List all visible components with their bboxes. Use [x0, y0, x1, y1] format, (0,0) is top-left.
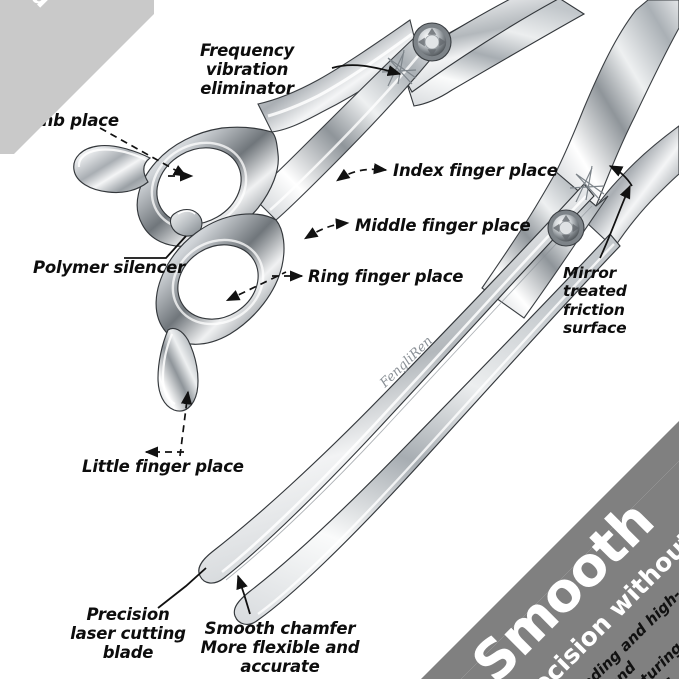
leader-mirror — [599, 184, 631, 259]
leader-precision — [157, 567, 207, 609]
leader-middle — [303, 218, 350, 240]
leader-frequency — [331, 64, 402, 77]
handle-finger-side — [155, 213, 285, 412]
scissors-upper-left — [73, 0, 586, 412]
callout-polymer-silencer: Polymer silencer — [33, 258, 186, 277]
pivot-screw-lower — [547, 209, 585, 247]
callout-ring-finger-place: Ring finger place — [308, 267, 464, 286]
leader-index — [336, 163, 388, 182]
callout-precision-laser-cutting-blade: Precision laser cutting blade — [70, 605, 186, 662]
leader-chamfer — [236, 574, 251, 615]
callout-frequency-vibration-eliminator: Frequency vibration eliminator — [199, 41, 295, 98]
leader-polymer — [124, 235, 187, 259]
callout-mirror-treated-friction-surface: Mirror treated friction surface — [563, 264, 627, 337]
pivot-screw-upper — [412, 22, 452, 62]
leader-little — [179, 390, 193, 457]
star-engraving-lower — [569, 165, 605, 203]
callout-smooth-chamfer: Smooth chamfer More flexible and accurat… — [200, 619, 360, 676]
callout-index-finger-place: Index finger place — [393, 161, 558, 180]
callout-middle-finger-place: Middle finger place — [355, 216, 531, 235]
callout-little-finger-place: Little finger place — [82, 457, 244, 476]
callout-thumb-place: Thumb place — [2, 111, 119, 130]
leader-mirror-hook — [608, 165, 633, 187]
